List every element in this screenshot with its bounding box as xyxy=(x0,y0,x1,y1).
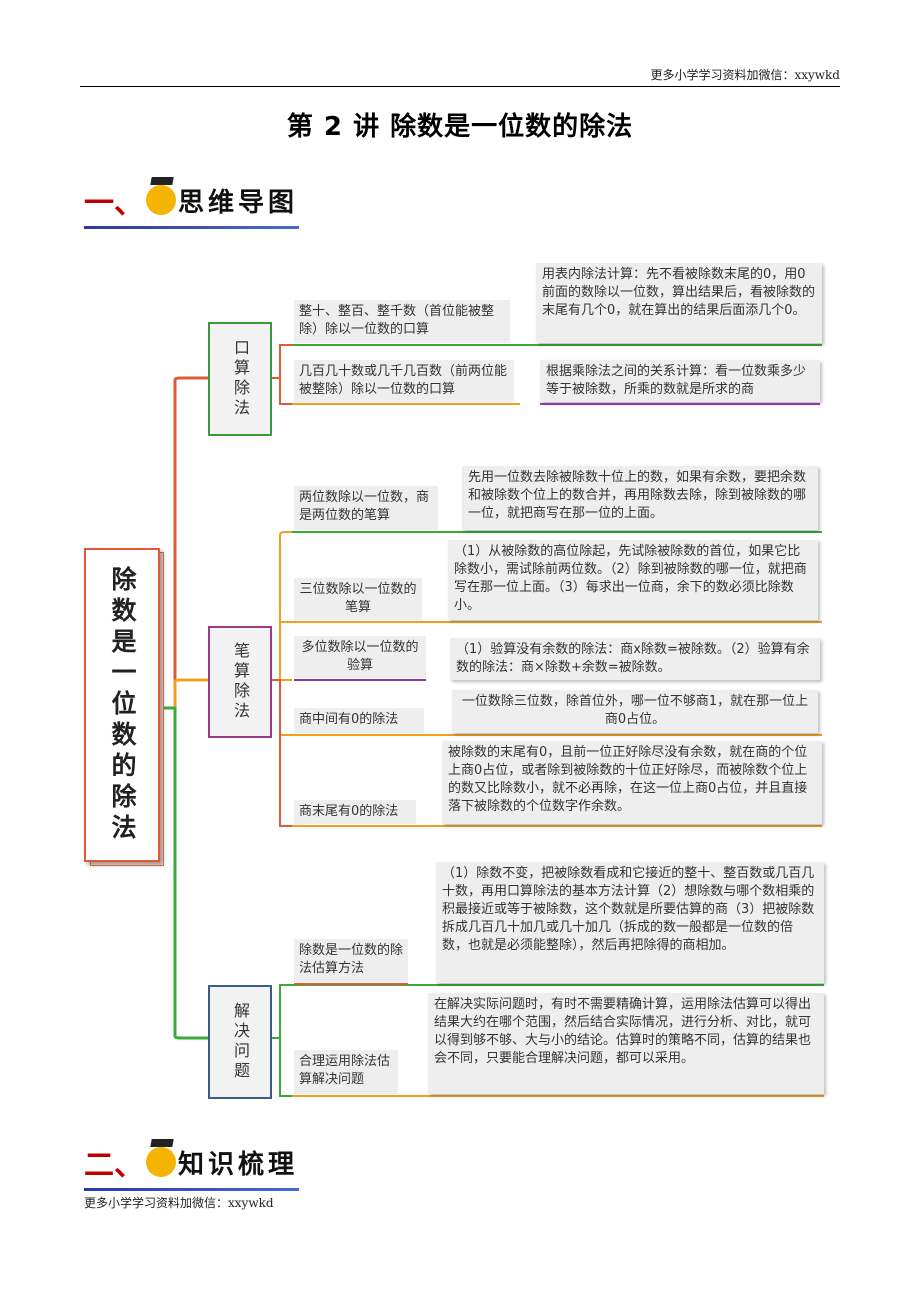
section-banner-knowledge: 二、 知识梳理 xyxy=(84,1140,304,1191)
banner-underline xyxy=(84,1188,299,1191)
header-rule xyxy=(80,86,840,87)
section-number: 一、 xyxy=(84,186,144,221)
footer-note: 更多小学学习资料加微信：xxywkd xyxy=(84,1196,274,1210)
detail-node: （1）除数不变，把被除数看成和它接近的整十、整百数或几百几十数，再用口算除法的基… xyxy=(436,862,824,983)
detail-node: 一位数除三位数，除首位外，哪一位不够商1，就在那一位上商0占位。 xyxy=(452,690,818,733)
topic-node: 商中间有0的除法 xyxy=(294,708,424,733)
category-label: 笔算除法 xyxy=(231,642,250,722)
topic-node: 整十、整百、整千数（首位能被整除）除以一位数的口算 xyxy=(294,300,510,343)
detail-underline xyxy=(540,403,820,405)
section-number: 二、 xyxy=(84,1148,144,1183)
topic-node: 除数是一位数的除法估算方法 xyxy=(294,939,408,982)
page-title: 第 2 讲 除数是一位数的除法 xyxy=(286,112,634,142)
mascot-icon xyxy=(146,185,176,215)
banner-underline xyxy=(84,226,299,229)
detail-node: 根据乘除法之间的关系计算：看一位数乘多少等于被除数，所乘的数就是所求的商 xyxy=(540,360,820,402)
category-problem-solving: 解决问题 xyxy=(208,985,272,1099)
mascot-icon xyxy=(146,1147,176,1177)
topic-node: 三位数除以一位数的笔算 xyxy=(294,578,422,620)
topic-node: 合理运用除法估算解决问题 xyxy=(294,1050,398,1094)
section-banner-mindmap: 一、 思维导图 xyxy=(84,178,304,229)
header-note: 更多小学学习资料加微信：xxywkd xyxy=(650,68,840,82)
category-oral-division: 口算除法 xyxy=(208,322,272,436)
category-written-division: 笔算除法 xyxy=(208,626,272,738)
category-label: 解决问题 xyxy=(231,1002,250,1082)
root-label: 除数是一位数的除法 xyxy=(108,565,137,845)
detail-node: 在解决实际问题时，有时不需要精确计算，运用除法估算可以得出结果大约在哪个范围，然… xyxy=(428,993,824,1094)
topic-node: 多位数除以一位数的验算 xyxy=(294,636,426,678)
category-label: 口算除法 xyxy=(231,339,250,419)
section-label: 知识梳理 xyxy=(178,1149,299,1180)
topic-node: 几百几十数或几千几百数（前两位能被整除）除以一位数的口算 xyxy=(294,360,514,402)
detail-node: 先用一位数去除被除数十位上的数，如果有余数，要把余数和被除数个位上的数合并，再用… xyxy=(462,466,818,530)
detail-node: （1）从被除数的高位除起，先试除被除数的首位，如果它比除数小，需试除前两位数。（… xyxy=(448,540,818,620)
detail-node: 用表内除法计算：先不看被除数末尾的0，用0前面的数除以一位数，算出结果后，看被除… xyxy=(536,263,822,343)
topic-underline xyxy=(294,983,408,985)
section-label: 思维导图 xyxy=(178,187,299,218)
detail-node: （1）验算没有余数的除法：商x除数=被除数。（2）验算有余数的除法：商×除数+余… xyxy=(450,638,820,680)
detail-node: 被除数的末尾有0，且前一位正好除尽没有余数，就在商的个位上商0占位，或者除到被除… xyxy=(442,741,822,824)
topic-node: 两位数除以一位数，商是两位数的笔算 xyxy=(294,486,438,530)
topic-underline xyxy=(294,679,426,681)
root-node: 除数是一位数的除法 xyxy=(84,548,160,862)
topic-node: 商末尾有0的除法 xyxy=(294,800,416,824)
